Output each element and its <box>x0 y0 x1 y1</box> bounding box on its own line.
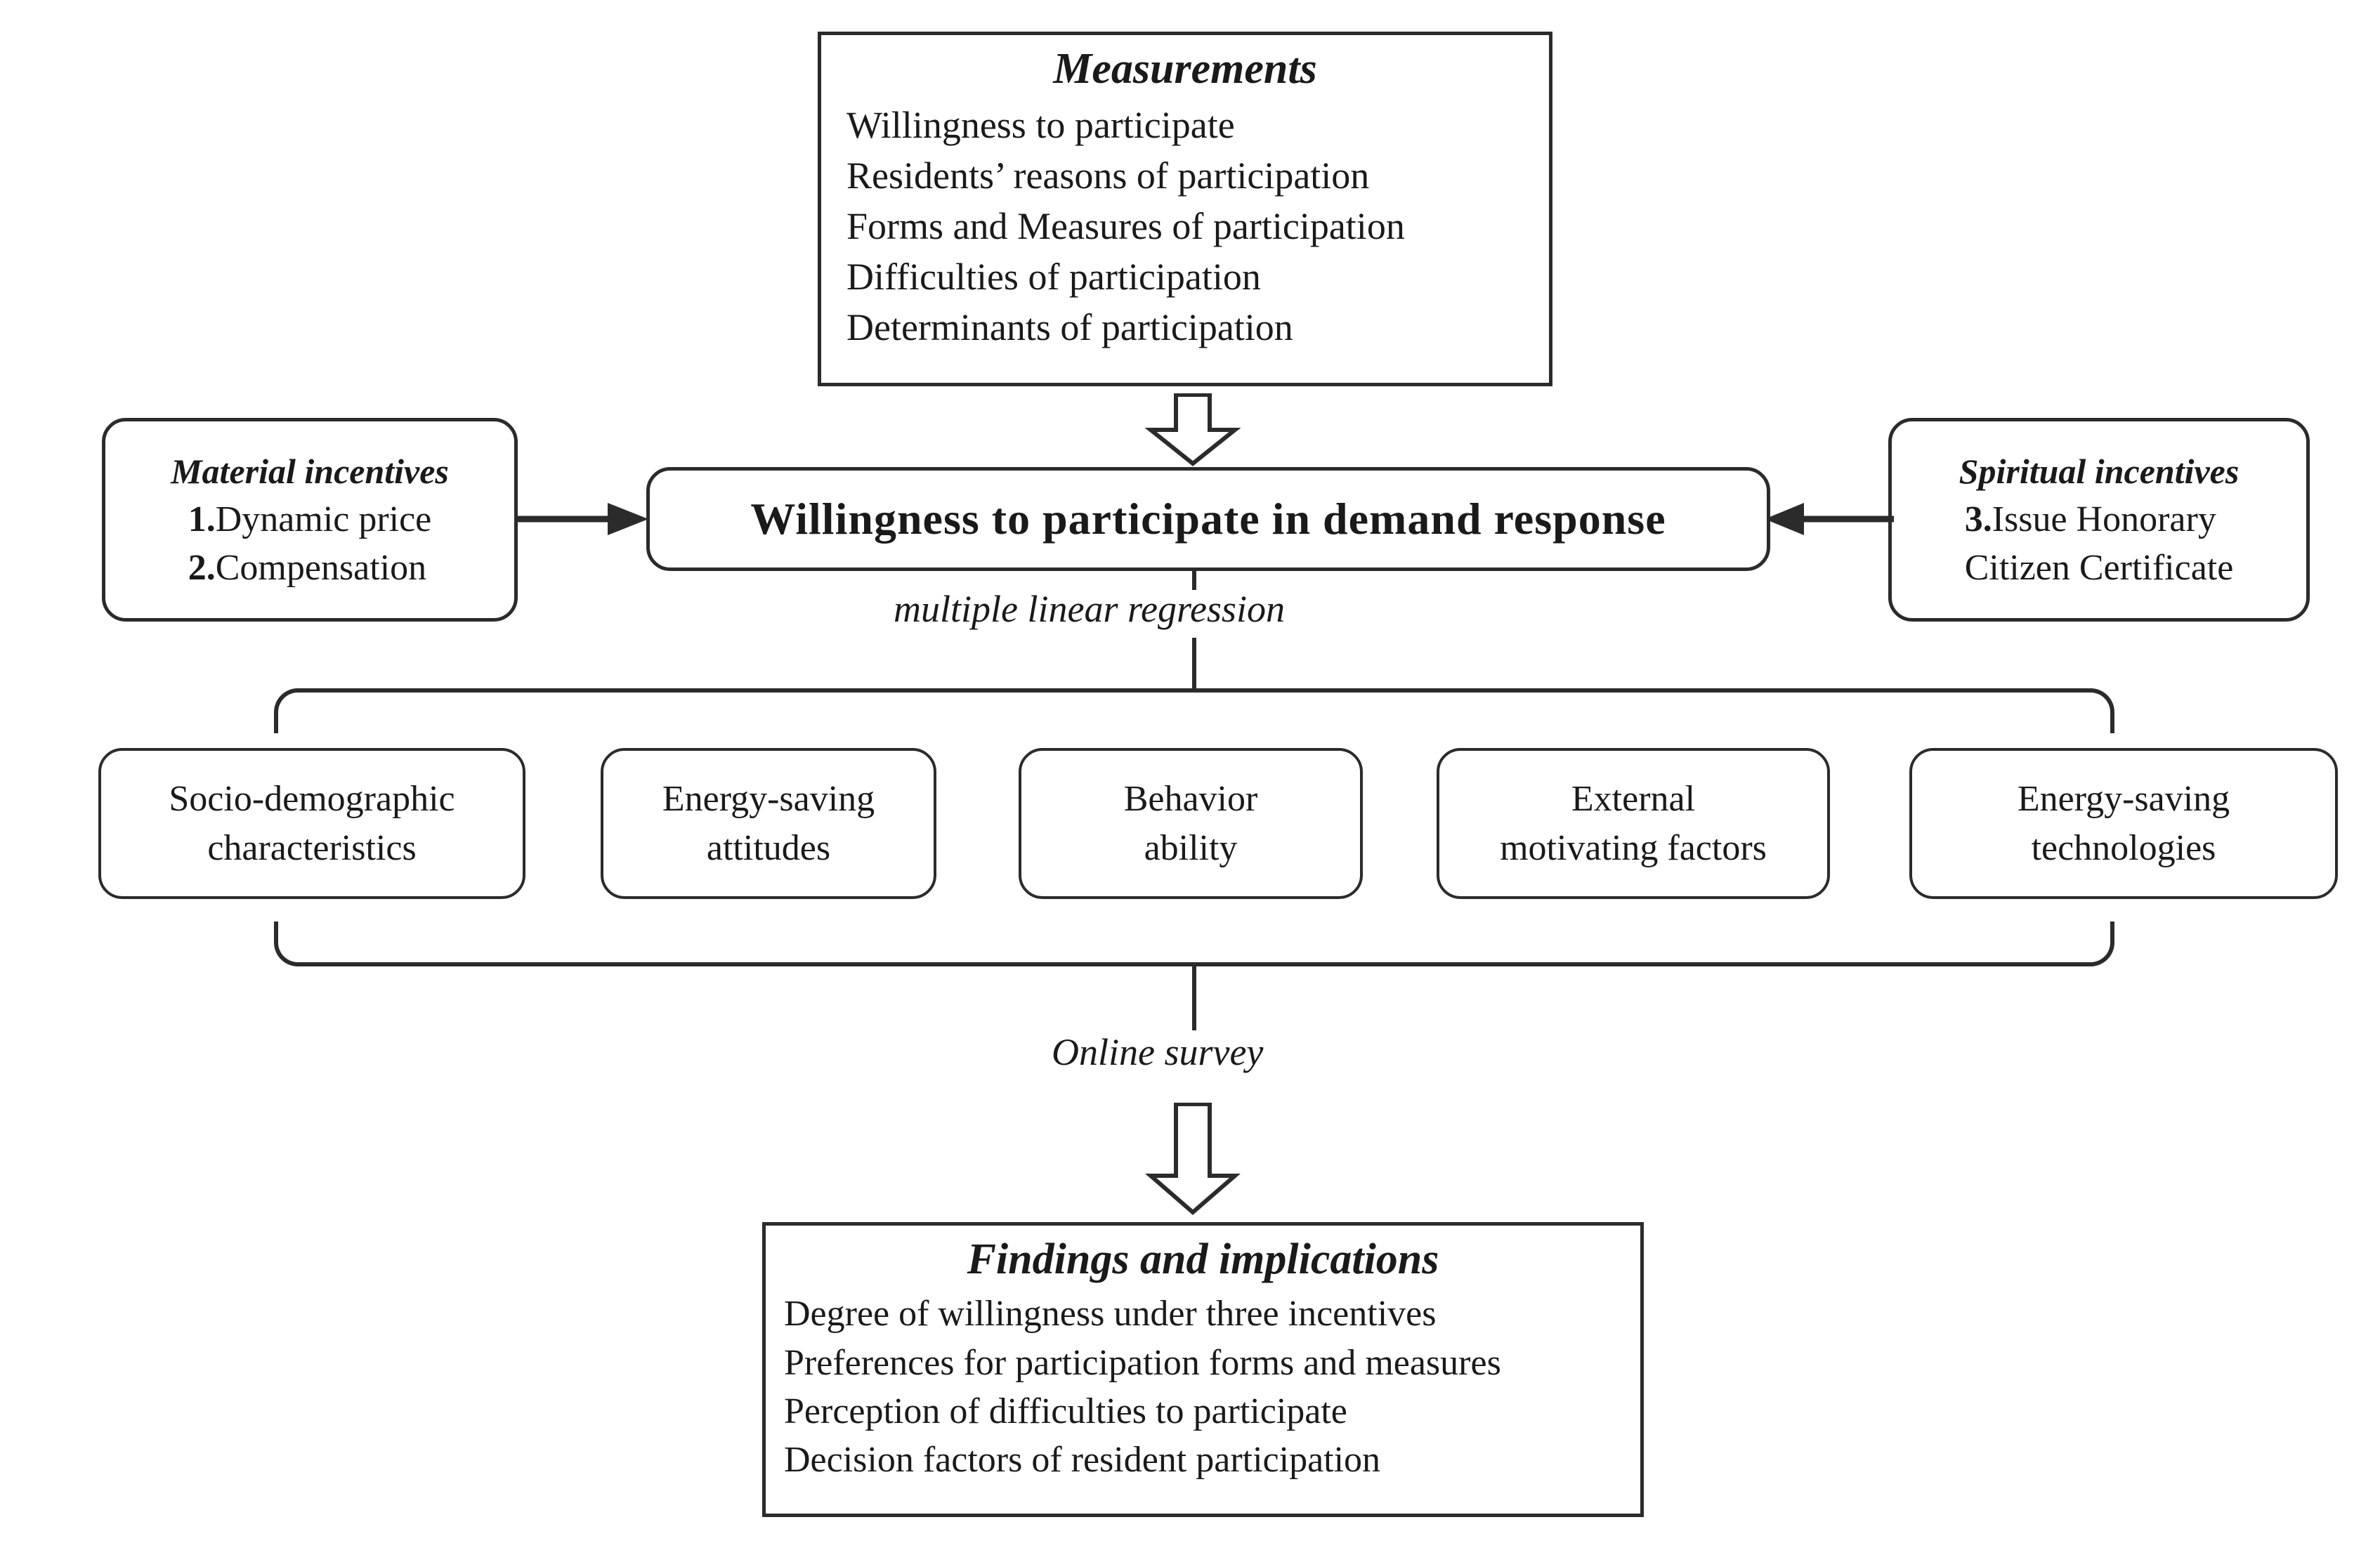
spiritual-incentives-item: 3.Issue Honorary <box>1965 495 2234 544</box>
factor-box-energy-saving-attitudes: Energy-saving attitudes <box>601 748 936 899</box>
material-incentives-title: Material incentives <box>171 451 449 491</box>
findings-title: Findings and implications <box>967 1235 1439 1283</box>
spiritual-incentives-title: Spiritual incentives <box>1959 451 2240 491</box>
connector-stem-survey <box>1192 966 1196 1030</box>
measurements-item: Determinants of participation <box>846 306 1293 348</box>
willingness-label: Willingness to participate in demand res… <box>750 494 1666 544</box>
factor-label-line1: Energy-saving <box>662 779 875 820</box>
bracket-bottom <box>274 921 2114 966</box>
list-text: Citizen Certificate <box>1964 548 2234 588</box>
hollow-down-arrow-icon <box>1144 393 1241 466</box>
material-incentives-item: 2.Compensation <box>188 544 432 592</box>
measurements-title: Measurements <box>1053 45 1317 93</box>
hollow-down-arrow-icon <box>1144 1102 1241 1215</box>
spiritual-incentives-panel: Spiritual incentives 3.Issue Honorary Ci… <box>1888 418 2310 622</box>
factor-box-energy-saving-technologies: Energy-saving technologies <box>1909 748 2338 899</box>
material-incentives-item: 1.Dynamic price <box>188 495 432 544</box>
spiritual-incentives-list: 3.Issue Honorary Citizen Certificate <box>1965 495 2234 592</box>
list-text: Compensation <box>215 548 427 588</box>
list-number: 3. <box>1964 499 1992 539</box>
measurements-item: Willingness to participate <box>846 104 1235 147</box>
measurements-list: Willingness to participate Residents’ re… <box>821 100 1549 353</box>
findings-panel: Findings and implications Degree of will… <box>762 1222 1644 1517</box>
measurements-item: Difficulties of participation <box>846 255 1261 298</box>
findings-item: Perception of difficulties to participat… <box>784 1391 1347 1431</box>
factor-box-behavior-ability: Behavior ability <box>1019 748 1363 899</box>
factor-label-line1: Socio-demographic <box>169 779 455 820</box>
factor-label-line1: Energy-saving <box>2017 779 2230 820</box>
factor-box-socio-demographic-characteristics: Socio-demographic characteristics <box>98 748 525 899</box>
bracket-top <box>274 688 2114 733</box>
spiritual-incentives-item: Citizen Certificate <box>1965 544 2234 592</box>
edge-label-online-survey: Online survey <box>1052 1031 1264 1073</box>
connector-stem-regression-down <box>1192 638 1196 691</box>
list-text: Issue Honorary <box>1992 499 2216 539</box>
measurements-panel: Measurements Willingness to participate … <box>818 32 1552 386</box>
findings-item: Preferences for participation forms and … <box>784 1342 1501 1383</box>
factor-label-line2: characteristics <box>207 827 417 868</box>
measurements-item: Forms and Measures of participation <box>846 205 1405 248</box>
list-text: Dynamic price <box>215 499 432 539</box>
solid-left-arrow-icon <box>1765 499 1894 539</box>
factor-label-line2: technologies <box>2031 827 2216 868</box>
findings-item: Degree of willingness under three incent… <box>784 1294 1437 1334</box>
material-incentives-list: 1.Dynamic price 2.Compensation <box>188 495 432 592</box>
factor-label-line1: External <box>1571 779 1696 820</box>
material-incentives-panel: Material incentives 1.Dynamic price 2.Co… <box>102 418 518 622</box>
edge-label-multiple-linear-regression: multiple linear regression <box>894 588 1285 630</box>
factor-label-line1: Behavior <box>1123 779 1258 820</box>
list-number: 2. <box>188 548 216 588</box>
findings-item: Decision factors of resident participati… <box>784 1439 1381 1480</box>
measurements-item: Residents’ reasons of participation <box>846 155 1370 197</box>
factor-box-external-motivating-factors: External motivating factors <box>1437 748 1830 899</box>
findings-list: Degree of willingness under three incent… <box>766 1290 1640 1484</box>
solid-right-arrow-icon <box>518 499 651 539</box>
factor-label-line2: motivating factors <box>1500 827 1767 868</box>
factor-label-line2: attitudes <box>706 827 831 868</box>
factor-label-line2: ability <box>1144 827 1238 868</box>
list-number: 1. <box>188 499 216 539</box>
connector-stem-regression-top <box>1192 570 1196 590</box>
willingness-main-node: Willingness to participate in demand res… <box>646 467 1770 571</box>
